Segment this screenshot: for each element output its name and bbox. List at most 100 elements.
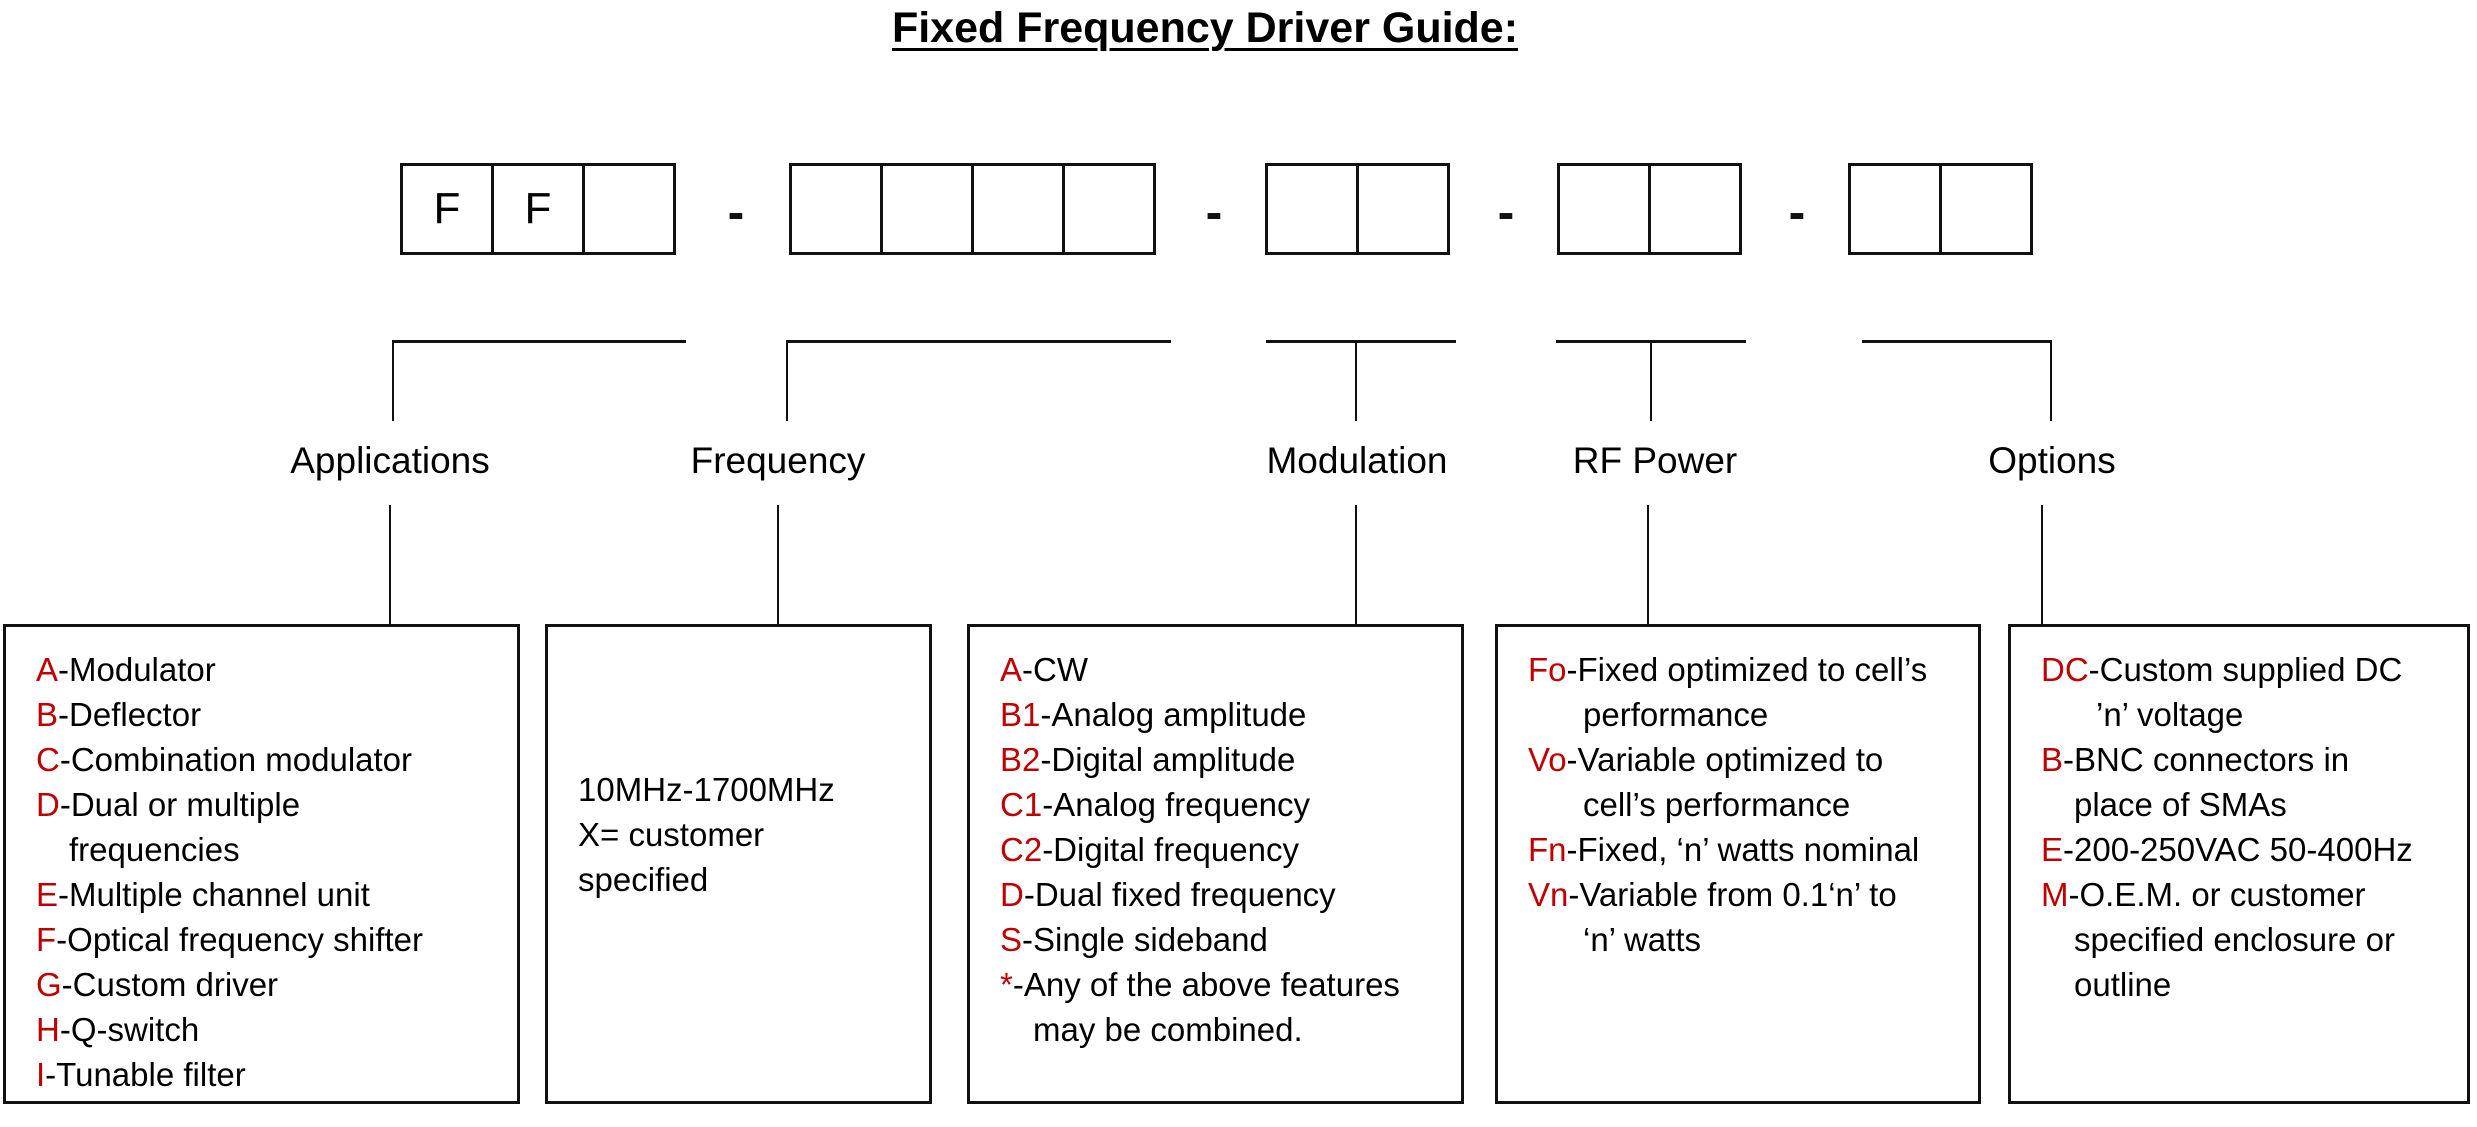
code-description: performance — [1583, 696, 1769, 733]
code-group-modulation — [1265, 163, 1450, 255]
applications-branch-hline — [393, 340, 686, 343]
dash-separator: - — [727, 184, 745, 240]
code-description: -200-250VAC 50-400Hz — [2063, 831, 2413, 868]
code-description: -Analog frequency — [1042, 786, 1311, 823]
code-letter: I — [36, 1056, 46, 1093]
code-cell — [1265, 163, 1359, 255]
frequency-branch-hline — [787, 340, 1171, 343]
code-line: M-O.E.M. or customer — [2041, 872, 2461, 917]
code-line: 10MHz-1700MHz — [578, 767, 923, 812]
code-line: B-BNC connectors in — [2041, 737, 2461, 782]
code-description: -Fixed, ‘n’ watts nominal — [1566, 831, 1920, 868]
code-group-rf-power — [1557, 163, 1742, 255]
code-letter: C2 — [1000, 831, 1043, 868]
code-description: -CW — [1022, 651, 1088, 688]
applications-stem-vline — [389, 505, 391, 624]
modulation-branch-vline — [1355, 340, 1357, 421]
code-letter: A — [36, 651, 59, 688]
code-line: F-Optical frequency shifter — [36, 917, 511, 962]
code-description: -Custom supplied DC — [2088, 651, 2403, 688]
code-letter: D — [36, 786, 60, 823]
code-letter: A — [1000, 651, 1023, 688]
code-line: C-Combination modulator — [36, 737, 511, 782]
code-description: -Single sideband — [1022, 921, 1268, 958]
code-description: ‘n’ watts — [1583, 921, 1701, 958]
modulation-branch-hline — [1266, 340, 1456, 343]
modulation-stem-vline — [1355, 505, 1357, 624]
code-line: cell’s performance — [1528, 782, 1972, 827]
code-line: C1-Analog frequency — [1000, 782, 1455, 827]
code-line: outline — [2041, 962, 2461, 1007]
category-label-rf-power: RF Power — [1572, 440, 1738, 481]
code-letter: DC — [2041, 651, 2089, 688]
code-letter: E — [2041, 831, 2064, 868]
code-letter: M — [2041, 876, 2069, 913]
code-description: -O.E.M. or customer — [2068, 876, 2366, 913]
dash-separator: - — [1497, 184, 1515, 240]
code-description: -Custom driver — [61, 966, 279, 1003]
code-line: A-Modulator — [36, 647, 511, 692]
code-letter: S — [1000, 921, 1023, 958]
code-letter: C — [36, 741, 60, 778]
code-letter: B — [36, 696, 59, 733]
frequency-stem-vline — [777, 505, 779, 624]
rf-power-branch-vline — [1650, 340, 1652, 421]
code-description: -Tunable filter — [45, 1056, 246, 1093]
code-line: specified enclosure or — [2041, 917, 2461, 962]
code-description: -Modulator — [58, 651, 216, 688]
code-line: D-Dual fixed frequency — [1000, 872, 1455, 917]
code-description: -Dual fixed frequency — [1023, 876, 1336, 913]
options-stem-vline — [2041, 505, 2043, 624]
code-line: X= customer — [578, 812, 923, 857]
category-label-options: Options — [1988, 440, 2116, 481]
code-description: specified enclosure or — [2074, 921, 2396, 958]
code-letter: C1 — [1000, 786, 1043, 823]
code-line: B1-Analog amplitude — [1000, 692, 1455, 737]
options-branch-hline — [1862, 340, 2052, 343]
code-letter: B2 — [1000, 741, 1041, 778]
code-description: specified — [578, 861, 709, 898]
code-letter: B — [2041, 741, 2064, 778]
code-letter: Fn — [1528, 831, 1567, 868]
dash-separator: - — [1788, 184, 1806, 240]
code-line: may be combined. — [1000, 1007, 1455, 1052]
code-description: -Multiple channel unit — [58, 876, 370, 913]
code-line: G-Custom driver — [36, 962, 511, 1007]
frequency-branch-vline — [786, 340, 788, 421]
applications-branch-vline — [392, 340, 394, 421]
code-description: -Variable from 0.1‘n’ to — [1568, 876, 1897, 913]
code-line: D-Dual or multiple — [36, 782, 511, 827]
code-line: E-200-250VAC 50-400Hz — [2041, 827, 2461, 872]
code-line: S-Single sideband — [1000, 917, 1455, 962]
code-line: A-CW — [1000, 647, 1455, 692]
category-label-frequency: Frequency — [690, 440, 866, 481]
code-line: C2-Digital frequency — [1000, 827, 1455, 872]
code-line: E-Multiple channel unit — [36, 872, 511, 917]
code-line: B-Deflector — [36, 692, 511, 737]
code-line: ‘n’ watts — [1528, 917, 1972, 962]
code-line: frequencies — [36, 827, 511, 872]
code-letter: Vo — [1528, 741, 1567, 778]
code-cell: F — [491, 163, 585, 255]
code-description: -Analog amplitude — [1040, 696, 1307, 733]
code-description: -Fixed optimized to cell’s — [1566, 651, 1928, 688]
code-cell: F — [400, 163, 494, 255]
code-description: ’n’ voltage — [2096, 696, 2244, 733]
code-description: -BNC connectors in — [2063, 741, 2350, 778]
category-label-applications: Applications — [290, 440, 490, 481]
code-group-frequency — [789, 163, 1156, 255]
code-description: -Any of the above features — [1012, 966, 1400, 1003]
code-line: Vn-Variable from 0.1‘n’ to — [1528, 872, 1972, 917]
code-line: ’n’ voltage — [2041, 692, 2461, 737]
page-title: Fixed Frequency Driver Guide: — [891, 4, 1519, 52]
code-line: Fo-Fixed optimized to cell’s — [1528, 647, 1972, 692]
code-line: DC-Custom supplied DC — [2041, 647, 2461, 692]
